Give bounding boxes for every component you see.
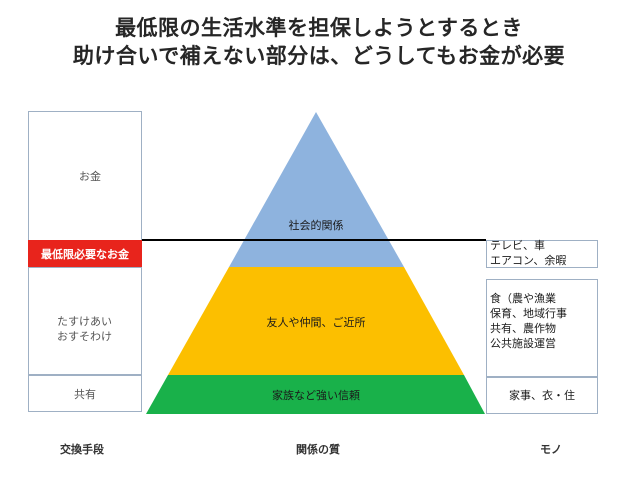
minimum-money-box: 最低限必要なお金 (28, 240, 142, 267)
exchange-means-label: 交換手段 (60, 443, 104, 456)
money-box: お金 (28, 111, 142, 241)
housework-label: 家事、衣・住 (509, 389, 575, 402)
mutual-help-label-2: おすそわけ (57, 330, 112, 343)
food-label-4: 公共施設運営 (490, 337, 556, 350)
pyramid-label-middle: 友人や仲間、ご近所 (267, 315, 366, 329)
money-label: お金 (79, 170, 101, 183)
tv-car-label-1: テレビ、車 (490, 239, 545, 252)
pyramid-label-bottom: 家族など強い信頼 (272, 388, 360, 402)
title-line-1: 最低限の生活水準を担保しようとするとき (115, 16, 523, 40)
housework-box: 家事、衣・住 (486, 377, 598, 414)
food-label-2: 保育、地域行事 (490, 307, 567, 320)
food-label-1: 食（農や漁業 (490, 292, 556, 305)
relationship-quality-label: 関係の質 (296, 443, 340, 456)
pyramid-label-top: 社会的関係 (289, 218, 344, 232)
tv-car-box: テレビ、車 エアコン、余暇 (486, 239, 598, 268)
mutual-help-label-1: たすけあい (57, 315, 112, 328)
goods-label: モノ (540, 443, 562, 456)
food-box: 食（農や漁業 保育、地域行事 共有、農作物 公共施設運営 (486, 279, 598, 377)
sharing-box: 共有 (28, 375, 142, 412)
mutual-help-box: たすけあい おすそわけ (28, 267, 142, 375)
pyramid-tier-bottom (146, 375, 485, 414)
sharing-label: 共有 (74, 387, 96, 401)
pyramid-tier-middle (168, 267, 464, 375)
title-line-2: 助け合いで補えない部分は、どうしてもお金が必要 (72, 44, 566, 68)
tv-car-label-2: エアコン、余暇 (490, 254, 567, 267)
food-label-3: 共有、農作物 (490, 322, 556, 335)
pyramid-tier-top (229, 112, 404, 267)
